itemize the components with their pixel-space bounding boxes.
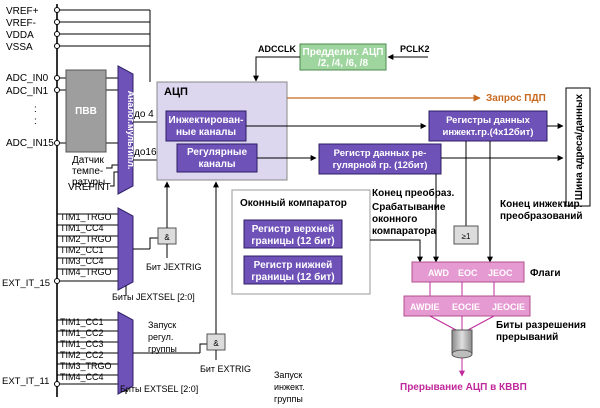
flags-register	[411, 261, 525, 283]
svg-text:темпе-: темпе-	[72, 166, 103, 177]
inj-count-label: до 4	[134, 109, 154, 120]
svg-text:Инжектирован-: Инжектирован-	[169, 115, 244, 126]
adc-prescaler	[299, 43, 387, 71]
svg-text:AWDIE: AWDIE	[410, 302, 440, 312]
irq-enable-register	[403, 295, 531, 317]
svg-text:AWD: AWD	[428, 268, 449, 278]
svg-text:инжект.: инжект.	[274, 382, 305, 392]
svg-text:JEOCIE: JEOCIE	[492, 302, 525, 312]
address-data-bus	[565, 87, 591, 207]
svg-text:Датчик: Датчик	[72, 155, 104, 166]
pin-adc-in1: ADC_IN1	[6, 86, 49, 97]
reg-trigger-1: TIM1_CC2	[60, 328, 104, 338]
svg-text:/2, /4, /6, /8: /2, /4, /6, /8	[318, 58, 368, 69]
injected-trigger-mux	[117, 207, 134, 291]
pin-adc-in0: ADC_IN0	[6, 73, 49, 84]
svg-text:ные каналы: ные каналы	[176, 127, 236, 138]
svg-text:Регистр верхней: Регистр верхней	[252, 224, 335, 235]
pin-vdda: VDDA	[6, 30, 34, 41]
svg-text:EOC: EOC	[458, 268, 478, 278]
flag-or-gate	[453, 225, 479, 245]
regular-trigger-mux	[117, 311, 134, 395]
power-pins: VREF+ VREF- VDDA VSSA	[6, 6, 151, 82]
interrupt-or	[451, 329, 473, 359]
svg-text:группы: группы	[148, 344, 177, 354]
svg-text:≥1: ≥1	[462, 232, 471, 241]
svg-text:регул.: регул.	[148, 332, 173, 342]
svg-text:компаратора: компаратора	[372, 226, 437, 237]
pin-ext-it-11: EXT_IT_11	[2, 376, 49, 387]
svg-text:группы: группы	[274, 394, 303, 404]
svg-text:Биты разрешения: Биты разрешения	[496, 320, 586, 331]
svg-text:Предделит. АЦП: Предделит. АЦП	[303, 47, 384, 58]
extsel-label: Биты EXTSEL [2:0]	[120, 384, 198, 394]
reg-trigger-3: TIM2_CC2	[60, 350, 104, 360]
reg-trigger-2: TIM1_CC3	[60, 339, 104, 349]
svg-text::: :	[34, 104, 37, 115]
gpio-block	[65, 69, 107, 153]
svg-text:ратуры: ратуры	[72, 177, 105, 188]
pin-vref-plus: VREF+	[6, 6, 39, 17]
analog-mux-label: Аналог.мультипл.	[126, 91, 136, 170]
svg-text:Запуск: Запуск	[274, 370, 302, 380]
pin-vref-minus: VREF-	[6, 18, 36, 29]
reg-trigger-4: TIM3_TRGO	[60, 361, 112, 371]
injected-trigger-inputs	[57, 213, 118, 282]
svg-text:границы (12 бит): границы (12 бит)	[251, 271, 334, 283]
pin-ext-it-15: EXT_IT_15	[2, 278, 50, 289]
window-comparator-label: Оконный компаратор	[240, 198, 347, 209]
svg-text:гулярной гр. (12бит): гулярной гр. (12бит)	[333, 160, 428, 171]
inj-trigger-4: TIM3_CC4	[60, 256, 104, 266]
extrig-label: Бит EXTRIG	[200, 364, 251, 374]
pin-adc-in15: ADC_IN15	[6, 138, 54, 149]
jextsel-label: Биты JEXTSEL [2:0]	[112, 292, 195, 302]
jextrig-label: Бит JEXTRIG	[146, 262, 202, 272]
reg-count-label: до16	[134, 147, 157, 158]
svg-text:EOCIE: EOCIE	[452, 302, 480, 312]
inj-trigger-2: TIM2_TRGO	[60, 234, 112, 244]
inj-trigger-0: TIM1_TRGO	[60, 212, 112, 222]
pclk2-label: PCLK2	[400, 44, 430, 54]
svg-text:&: &	[164, 233, 170, 242]
svg-text::: :	[34, 116, 37, 127]
svg-text:оконного: оконного	[372, 214, 417, 225]
end-of-conversion-label: Конец преобраз.	[372, 187, 454, 199]
svg-text:Срабатывание: Срабатывание	[372, 201, 446, 213]
svg-text:каналы: каналы	[198, 159, 235, 170]
svg-text:Регулярные: Регулярные	[187, 147, 247, 158]
bus-label: Шина адреса/данных	[574, 93, 585, 200]
flags-label: Флаги	[530, 268, 561, 279]
dma-request-label: Запрос ПДП	[486, 93, 546, 104]
regular-data-register	[318, 143, 442, 175]
upper-threshold-register	[243, 219, 343, 249]
regular-channels	[176, 143, 258, 173]
svg-text:Запуск: Запуск	[148, 320, 176, 330]
svg-text:Регистры данных: Регистры данных	[446, 115, 531, 126]
svg-text:&: &	[213, 339, 219, 348]
regular-trigger-inputs	[57, 319, 118, 385]
inj-trigger-3: TIM2_CC1	[60, 245, 104, 255]
adc-interrupt-label: Прерывание АЦП в КВВП	[400, 382, 527, 393]
svg-text:Регистр нижней: Регистр нижней	[254, 260, 333, 271]
reg-trigger-5: TIM4_CC4	[60, 372, 104, 382]
svg-text:JEOC: JEOC	[488, 268, 513, 278]
lower-threshold-register	[243, 255, 343, 285]
adcclk-label: ADCCLK	[258, 44, 296, 54]
reg-trigger-0: TIM1_CC1	[60, 317, 104, 327]
inj-trigger-1: TIM1_CC4	[60, 223, 104, 233]
svg-text:прерываний: прерываний	[496, 332, 558, 343]
inj-trigger-5: TIM4_TRGO	[60, 267, 112, 277]
adc-core-label: АЦП	[164, 86, 188, 98]
svg-text:преобразований: преобразований	[500, 210, 583, 222]
svg-text:инжект.гр.(4х12бит): инжект.гр.(4х12бит)	[443, 127, 534, 138]
temperature-sensor: Датчик темпе- ратуры	[72, 155, 118, 188]
vrefint-label: VREFINT	[68, 182, 111, 193]
analog-mux	[117, 65, 134, 195]
gpio-block-label: ПВВ	[75, 106, 97, 117]
svg-text:границы (12 бит): границы (12 бит)	[251, 235, 334, 247]
svg-text:Конец инжектир.: Конец инжектир.	[500, 199, 583, 210]
svg-text:Регистр данных ре-: Регистр данных ре-	[334, 148, 427, 159]
pin-vssa: VSSA	[6, 42, 33, 53]
